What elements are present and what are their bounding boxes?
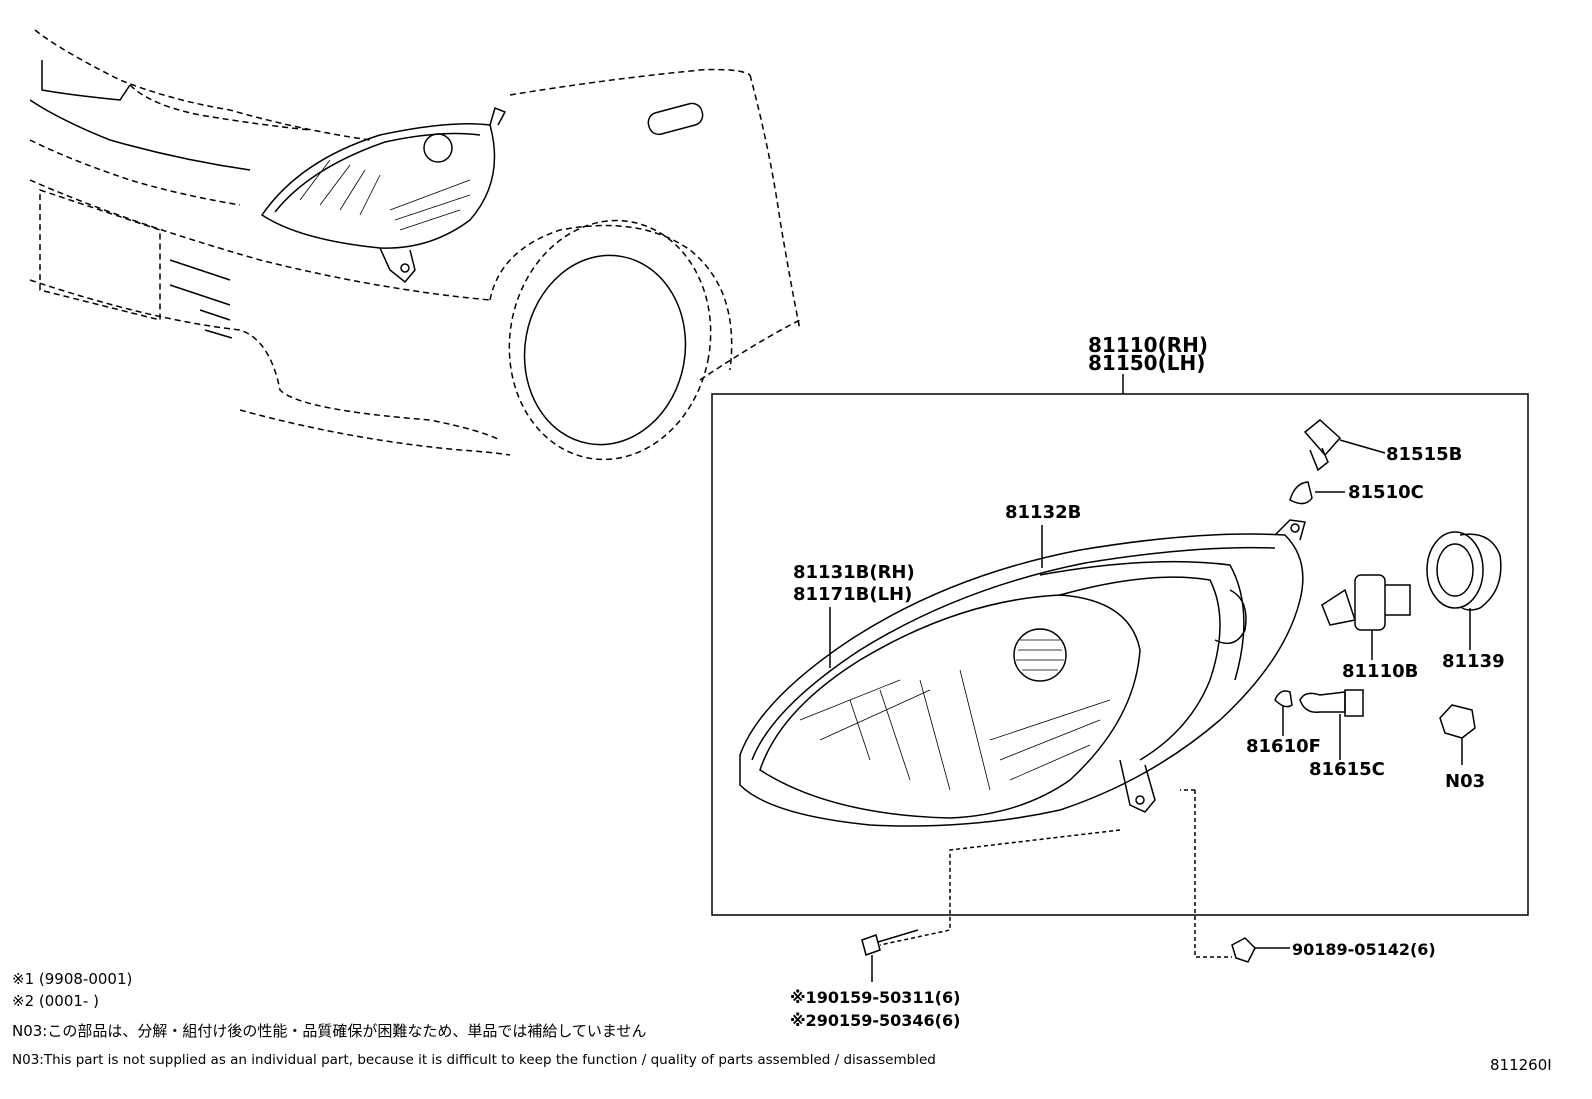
headlamp-assembly-illustration <box>739 519 1306 827</box>
note-n03-jp: N03:この部品は、分解・組付け後の性能・品質確保が困難なため、単品では補給して… <box>12 1022 646 1040</box>
part-label-81515b: 81515B <box>1386 444 1462 465</box>
part-label-81139: 81139 <box>1442 651 1505 672</box>
note-period-2: ※2 (0001- ) <box>12 992 99 1010</box>
wedge-bulb-illustration <box>1274 690 1293 736</box>
diagram-id: 811260I <box>1490 1056 1552 1074</box>
small-bulb-illustration <box>1289 481 1345 505</box>
halogen-bulb-illustration <box>1299 689 1364 760</box>
part-label-81131b-rh: 81131B(RH) <box>793 562 915 583</box>
part-label-81110b: 81110B <box>1342 661 1418 682</box>
assembly-label-lh: 81150(LH) <box>1088 351 1205 375</box>
part-label-screw-2: ※290159-50346(6) <box>790 1011 960 1030</box>
assembly-label-rh: 81110(RH) <box>1088 333 1208 357</box>
part-label-81510c: 81510C <box>1348 482 1424 503</box>
assembly-frame <box>711 393 1529 916</box>
part-label-81132b: 81132B <box>1005 502 1081 523</box>
part-label-n03: N03 <box>1445 771 1485 792</box>
car-front-illustration <box>29 29 801 461</box>
part-label-81615c: 81615C <box>1309 759 1385 780</box>
part-label-screw-1: ※190159-50311(6) <box>790 988 960 1007</box>
part-label-81610f: 81610F <box>1246 736 1321 757</box>
part-label-81171b-lh: 81171B(LH) <box>793 584 912 605</box>
screw-illustration <box>861 929 919 982</box>
connector-illustration <box>1439 704 1476 765</box>
socket-illustration <box>1303 419 1386 472</box>
clip-illustration <box>1231 937 1290 963</box>
note-period-1: ※1 (9908-0001) <box>12 970 132 988</box>
cap-illustration <box>1426 531 1502 650</box>
note-n03-en: N03:This part is not supplied as an indi… <box>12 1052 936 1068</box>
main-bulb-illustration <box>1321 574 1411 660</box>
part-label-clip: 90189-05142(6) <box>1292 940 1436 959</box>
